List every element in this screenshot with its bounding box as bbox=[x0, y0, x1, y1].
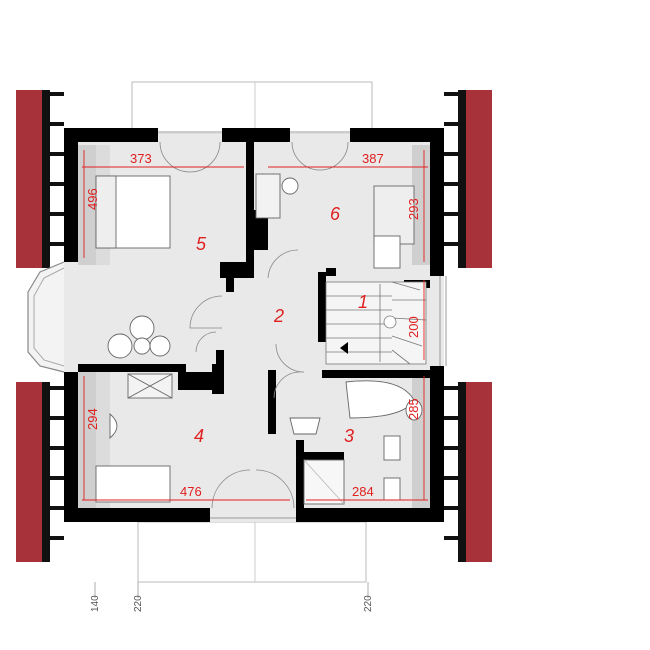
dim-496: 496 bbox=[85, 188, 100, 210]
axis-140: 140 bbox=[90, 595, 101, 612]
dim-200: 200 bbox=[406, 316, 421, 338]
balcony-bottom bbox=[137, 521, 367, 583]
room-number-5: 5 bbox=[196, 234, 207, 254]
dimension-lines bbox=[82, 150, 428, 501]
staircase bbox=[325, 281, 427, 365]
roof-right-top bbox=[466, 90, 492, 268]
room-number-2: 2 bbox=[273, 306, 284, 326]
rafters bbox=[42, 90, 466, 562]
bay-window bbox=[27, 261, 65, 373]
walls bbox=[64, 128, 444, 522]
dim-293: 293 bbox=[406, 198, 421, 220]
axis-220-right: 220 bbox=[363, 595, 374, 612]
dim-476: 476 bbox=[180, 484, 202, 499]
roof-left-bottom bbox=[16, 382, 42, 562]
room-number-1: 1 bbox=[358, 292, 368, 312]
dim-285: 285 bbox=[406, 398, 421, 420]
dim-294: 294 bbox=[85, 408, 100, 430]
balcony-top bbox=[131, 81, 373, 135]
stair-arrow bbox=[340, 342, 348, 354]
room-number-6: 6 bbox=[330, 204, 341, 224]
roof-right-bottom bbox=[466, 382, 492, 562]
room-number-4: 4 bbox=[194, 426, 204, 446]
room-number-3: 3 bbox=[344, 426, 354, 446]
furniture bbox=[95, 173, 423, 505]
dim-387: 387 bbox=[362, 151, 384, 166]
roof-left-top bbox=[16, 90, 42, 268]
roof-strips bbox=[16, 90, 492, 562]
dim-284: 284 bbox=[352, 484, 374, 499]
doors bbox=[159, 141, 349, 509]
dim-373: 373 bbox=[130, 151, 152, 166]
axis-220-left: 220 bbox=[133, 595, 144, 612]
